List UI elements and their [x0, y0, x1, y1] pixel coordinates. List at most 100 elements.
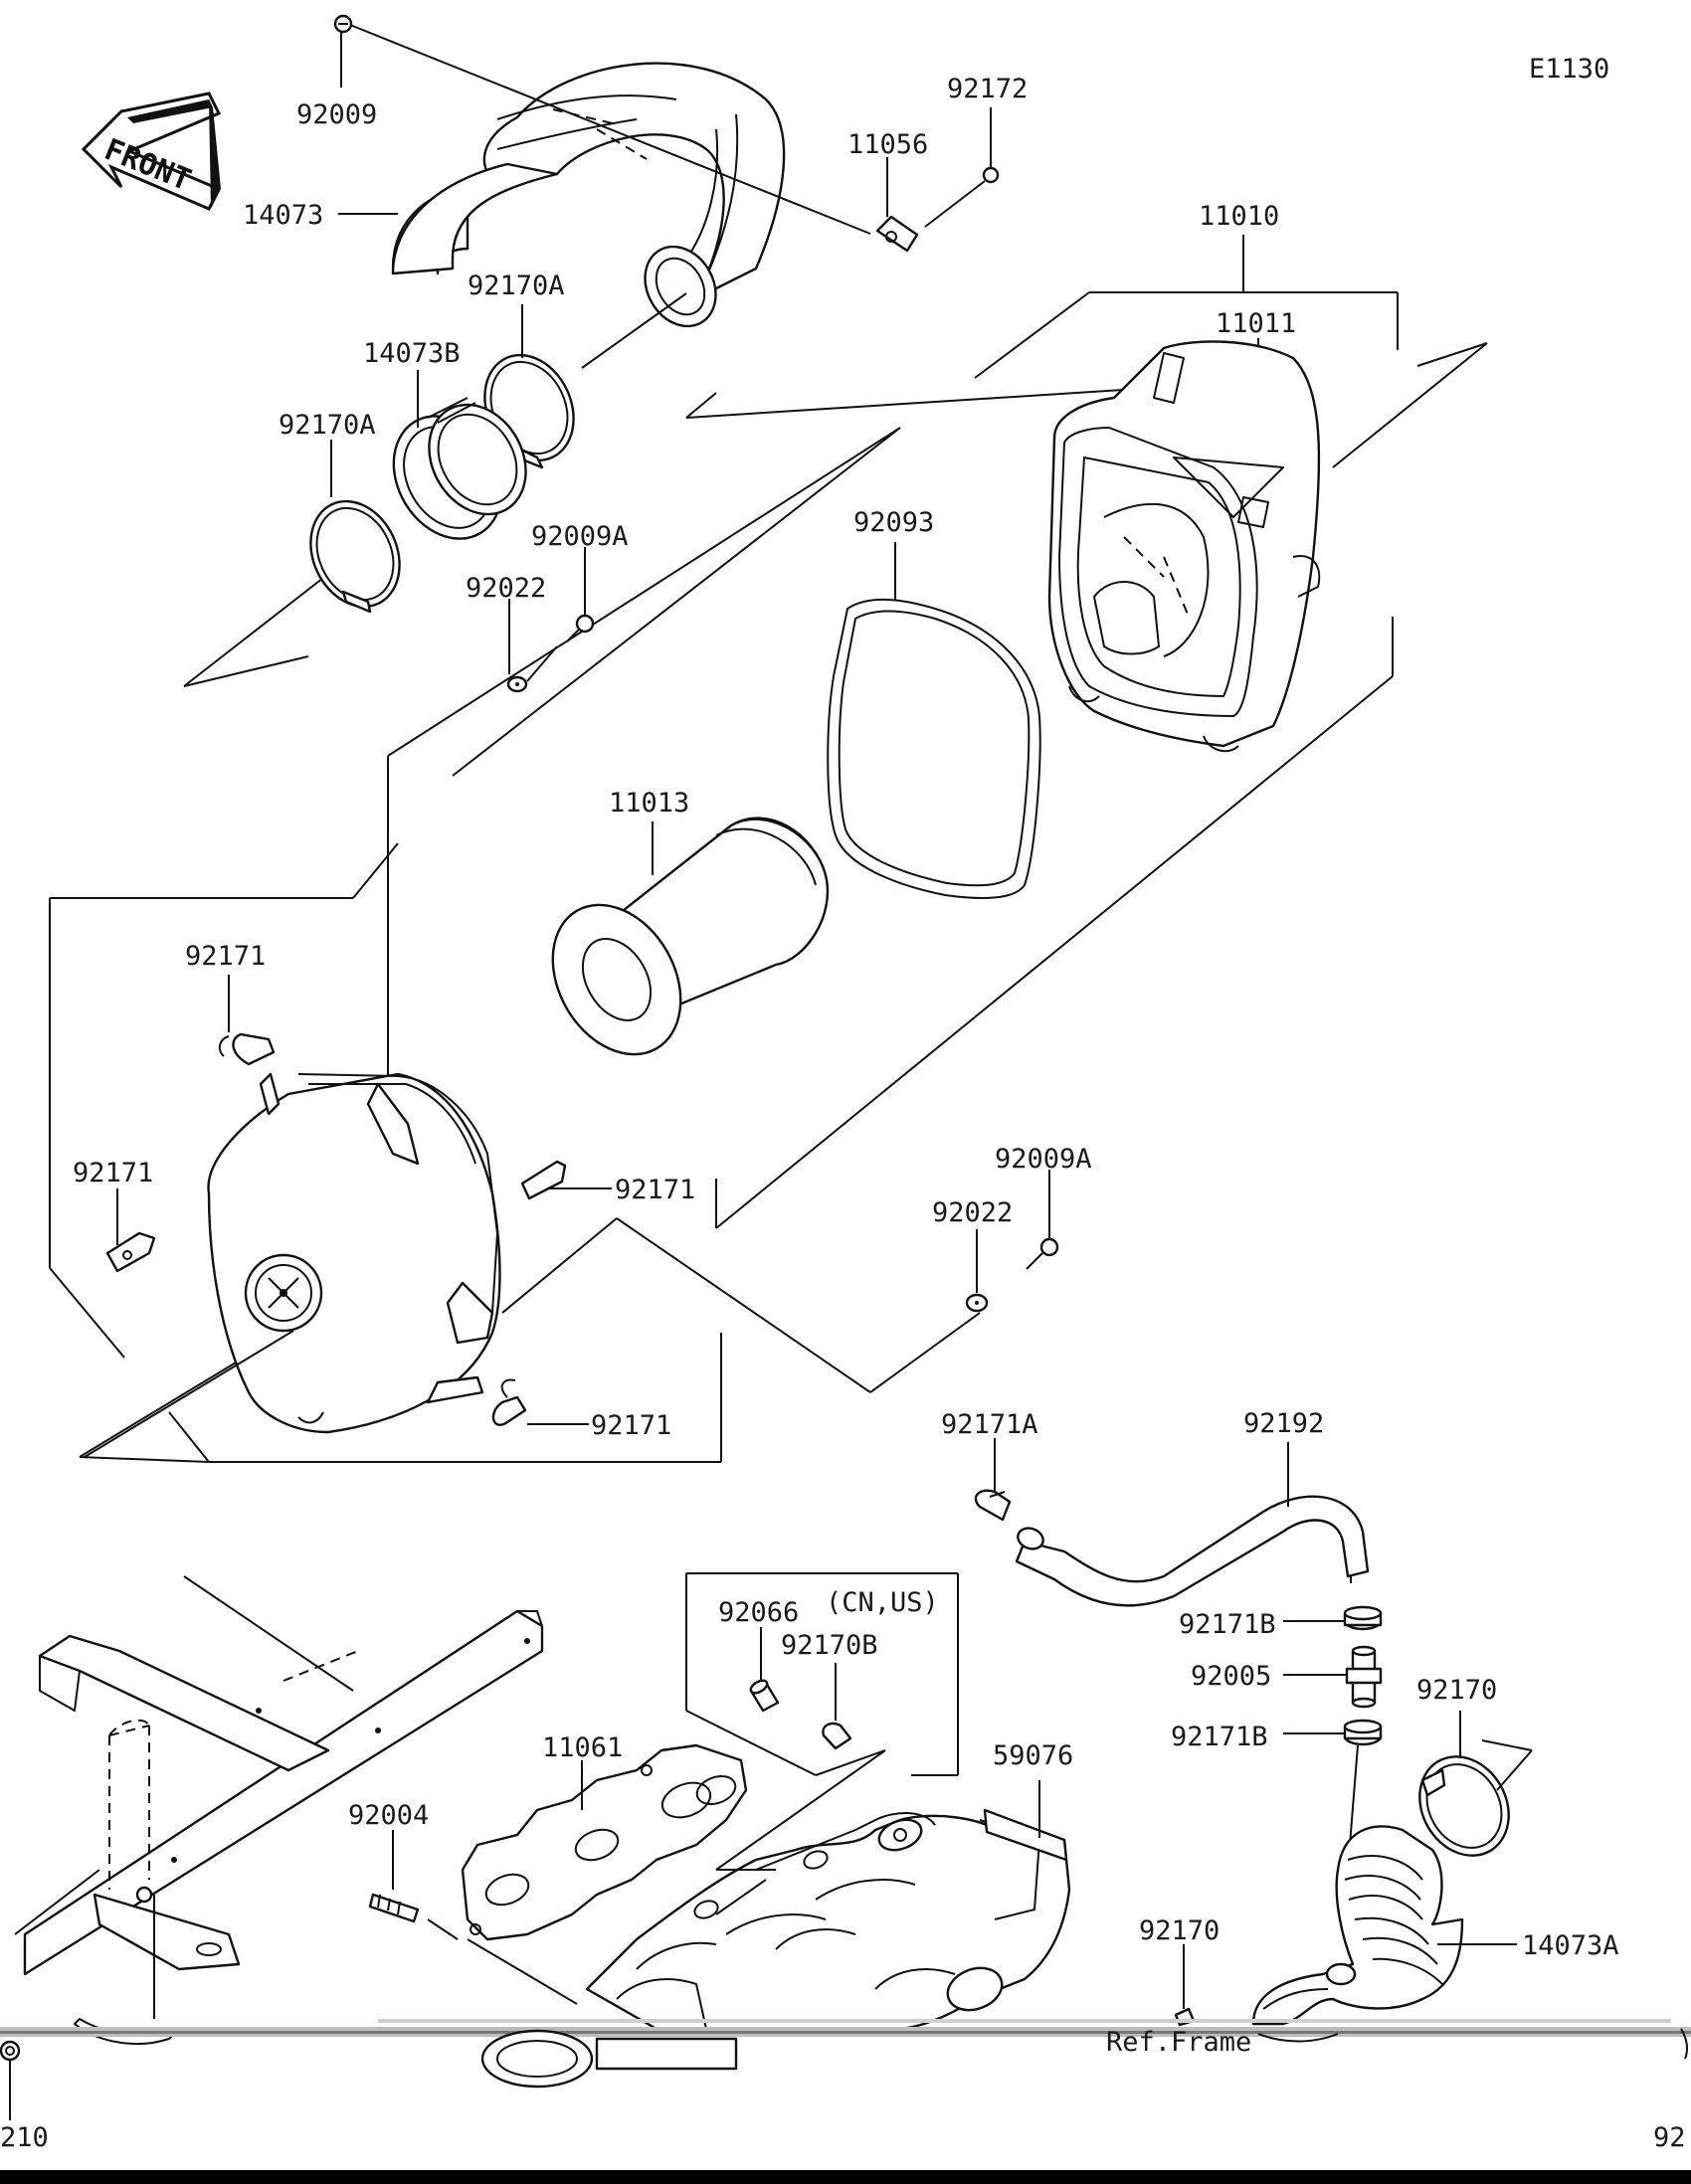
part-label-92009A-top: 92009A	[531, 521, 629, 552]
part-label-92171-top: 92171	[185, 941, 266, 972]
leader-line	[349, 24, 871, 235]
part-label-92170B: 92170B	[781, 1630, 878, 1661]
front-arrow-icon: FRONT	[81, 91, 222, 211]
leader-line	[168, 1411, 210, 1463]
leader-line	[79, 1456, 210, 1463]
part-label-92170A-top: 92170A	[468, 271, 565, 301]
bottom-border	[0, 2170, 1691, 2184]
leader-line	[715, 675, 1394, 1229]
part-label-92171-mid: 92171	[615, 1175, 695, 1205]
part-label-92004: 92004	[348, 1800, 429, 1831]
leader-line	[1332, 342, 1488, 468]
part-label-92171B-low: 92171B	[1171, 1722, 1268, 1752]
part-label-14073B: 14073B	[363, 338, 461, 369]
part-11011-air-cleaner-housing	[1047, 340, 1321, 753]
part-14073-duct	[391, 62, 786, 328]
part-59076-intake-manifold	[585, 1808, 1071, 2031]
bolt-92172-icon	[924, 166, 1000, 228]
part-label-14073A: 14073A	[1522, 1930, 1619, 1961]
part-label-92005: 92005	[1191, 1661, 1271, 1692]
bottom-part-fragments	[0, 2028, 1689, 2089]
leader-line	[14, 1869, 100, 1935]
part-label-59076: 59076	[993, 1740, 1073, 1771]
part-92005-joint	[1345, 1645, 1383, 1709]
screw-92009A-top-icon	[566, 614, 595, 642]
leader-line	[815, 1749, 886, 1776]
clip-92171B-low-icon	[1343, 1719, 1383, 1746]
diagram-code: E1130	[1529, 54, 1609, 85]
leader-line	[1496, 1749, 1533, 1791]
clip-92170B-icon	[822, 1722, 852, 1750]
clip-92171-left-icon	[105, 1231, 156, 1273]
leader-line	[452, 427, 901, 777]
leader-line	[685, 392, 717, 419]
part-label-11061: 11061	[542, 1732, 623, 1763]
part-11056-bracket	[875, 215, 919, 253]
leader-line	[616, 1217, 871, 1393]
screw-92009A-right-icon	[1026, 1237, 1059, 1270]
part-14073B-joint	[392, 397, 527, 540]
part-label-92009A-right: 92009A	[995, 1144, 1092, 1175]
part-11013-filter-element	[551, 817, 830, 1056]
part-label-11011: 11011	[1216, 308, 1296, 339]
part-label-92172: 92172	[947, 74, 1028, 104]
part-air-cleaner-cover	[207, 1072, 501, 1434]
part-label-92093: 92093	[853, 507, 934, 538]
leader-line	[685, 387, 1155, 419]
leader-line	[352, 842, 399, 899]
leader-line	[581, 292, 687, 369]
leader-line	[1481, 1739, 1533, 1751]
clip-92171-low-icon	[491, 1378, 527, 1426]
part-label-92022-right: 92022	[932, 1197, 1013, 1228]
part-label-92066: 92066	[718, 1597, 799, 1628]
leader-line	[84, 1330, 294, 1458]
edge-label-left: 210	[0, 2122, 49, 2153]
screw-92009-icon	[333, 14, 353, 34]
part-14073A-intake-duct	[1251, 1825, 1464, 2026]
part-label-92192: 92192	[1243, 1408, 1324, 1439]
part-92093-gasket	[827, 599, 1041, 899]
part-label-92171A: 92171A	[941, 1409, 1038, 1440]
part-11061-gasket	[461, 1743, 748, 1941]
part-label-92009: 92009	[296, 99, 377, 130]
leader-line	[387, 427, 901, 757]
leader-line	[183, 655, 309, 687]
part-label-92170-right: 92170	[1416, 1675, 1497, 1706]
leader-line	[974, 291, 1090, 379]
clip-92171-top-icon	[218, 1032, 276, 1066]
part-label-14073: 14073	[243, 200, 323, 231]
part-label-92171B-top: 92171B	[1179, 1609, 1276, 1640]
leader-line	[467, 1938, 578, 2005]
leader-line	[869, 1312, 981, 1393]
part-label-92171-left: 92171	[73, 1158, 153, 1188]
leader-line	[526, 645, 558, 682]
part-label-92170-low: 92170	[1139, 1915, 1220, 1946]
part-label-11056: 11056	[847, 129, 928, 160]
leader-line	[685, 1710, 817, 1776]
washer-92022-top-icon	[506, 675, 528, 693]
washer-92022-right-icon	[965, 1293, 989, 1313]
clip-92171-mid-icon	[520, 1160, 567, 1200]
leader-line	[427, 1918, 459, 1940]
clip-92171A-icon	[974, 1489, 1012, 1522]
region-note: (CN,US)	[826, 1587, 939, 1618]
part-92192-breather-hose	[1015, 1495, 1370, 1607]
part-92066-collar	[749, 1679, 780, 1713]
part-label-92022-top: 92022	[466, 573, 546, 604]
leader-line	[49, 1267, 125, 1359]
part-label-92170A-left: 92170A	[279, 410, 376, 441]
ref-frame-text: Ref.Frame	[1106, 2027, 1251, 2058]
part-92004-stud	[368, 1893, 420, 1923]
edge-label-right: 92	[1653, 2122, 1686, 2153]
part-92093-gasket-inner	[838, 610, 1031, 887]
leader-line	[715, 1749, 886, 1871]
part-92170A-clamp-left	[309, 499, 401, 614]
part-label-11013: 11013	[609, 788, 689, 819]
part-label-92171-low: 92171	[591, 1410, 671, 1441]
clip-92171B-top-icon	[1343, 1605, 1383, 1631]
leader-line	[501, 1217, 618, 1314]
part-label-11010: 11010	[1199, 201, 1279, 232]
leader-line	[1416, 342, 1488, 367]
bottom-scan-strip	[0, 2019, 1691, 2037]
